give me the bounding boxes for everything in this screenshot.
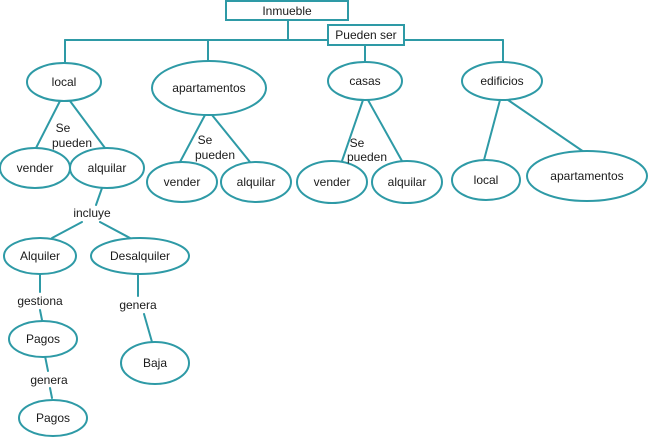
- genera-desalquiler-label: genera: [119, 298, 157, 312]
- alquiler-node: [3, 237, 77, 275]
- edge-incluye-alquiler: [51, 221, 83, 239]
- edge-edif-apartamentos: [507, 99, 585, 153]
- pagos-label-1: Pagos: [26, 332, 60, 346]
- casas-vender-label: vender: [314, 175, 351, 189]
- local-alquilar-node: [69, 147, 145, 189]
- edge-local-vender: [35, 100, 61, 149]
- genera-pagos-label: genera: [30, 373, 68, 387]
- desalquiler-node: [90, 237, 190, 275]
- baja-label: Baja: [143, 356, 167, 370]
- apartamentos-node: [151, 60, 267, 116]
- desalquiler-label: Desalquiler: [110, 249, 170, 263]
- edge-edif-local: [483, 99, 501, 161]
- pagos-label-2: Pagos: [36, 411, 70, 425]
- casas-node: [327, 61, 403, 101]
- pueden-ser-label: Pueden ser: [335, 28, 396, 42]
- edge-casas-alquilar: [367, 99, 403, 162]
- edificios-label: edificios: [480, 74, 523, 88]
- casas-label: casas: [349, 74, 380, 88]
- casas-vender-node: [296, 160, 368, 204]
- connector-lines: [35, 19, 585, 399]
- edge-casas-vender: [341, 99, 364, 162]
- edif-apartamentos-label: apartamentos: [550, 169, 623, 183]
- se-pueden-apt-line2: pueden: [195, 148, 235, 162]
- edge-genera-baja: [143, 313, 153, 343]
- apt-vender-node: [146, 161, 218, 203]
- edge-apt-alquilar: [211, 114, 251, 163]
- edificios-node: [461, 61, 543, 101]
- pagos-node-2: [18, 399, 88, 437]
- inmueble-box: [225, 0, 349, 21]
- local-node: [26, 62, 102, 102]
- alquiler-label: Alquiler: [20, 249, 60, 263]
- local-vender-label: vender: [17, 161, 54, 175]
- edif-apartamentos-node: [526, 150, 648, 202]
- edge-pagos-genera: [44, 355, 49, 372]
- edge-local-alquilar: [69, 100, 106, 149]
- edge-genera-pagos: [49, 387, 53, 399]
- se-pueden-local-line1: Se: [56, 121, 71, 135]
- se-pueden-casas-line2: pueden: [347, 150, 387, 164]
- edge-incluye-desalquiler: [99, 221, 131, 239]
- inmueble-label: Inmueble: [262, 4, 312, 18]
- casas-alquilar-label: alquilar: [388, 175, 427, 189]
- se-pueden-local-line2: pueden: [52, 136, 92, 150]
- apt-alquilar-node: [220, 161, 292, 203]
- edge-alquilar-incluye: [95, 187, 103, 206]
- gestiona-label: gestiona: [17, 294, 63, 308]
- apt-alquilar-label: alquilar: [237, 175, 276, 189]
- pueden-ser-box: [327, 24, 405, 46]
- edge-gestiona-pagos: [39, 309, 43, 321]
- baja-node: [120, 341, 190, 385]
- local-alquilar-label: alquilar: [88, 161, 127, 175]
- apt-vender-label: vender: [164, 175, 201, 189]
- se-pueden-casas-line1: Se: [350, 136, 365, 150]
- casas-alquilar-node: [371, 160, 443, 204]
- edge-apt-vender: [179, 114, 206, 163]
- se-pueden-apt-line1: Se: [198, 133, 213, 147]
- pagos-node-1: [8, 320, 78, 358]
- apartamentos-label: apartamentos: [172, 81, 245, 95]
- local-label: local: [52, 75, 77, 89]
- edif-local-node: [451, 159, 521, 201]
- incluye-label: incluye: [73, 206, 111, 220]
- edif-local-label: local: [474, 173, 499, 187]
